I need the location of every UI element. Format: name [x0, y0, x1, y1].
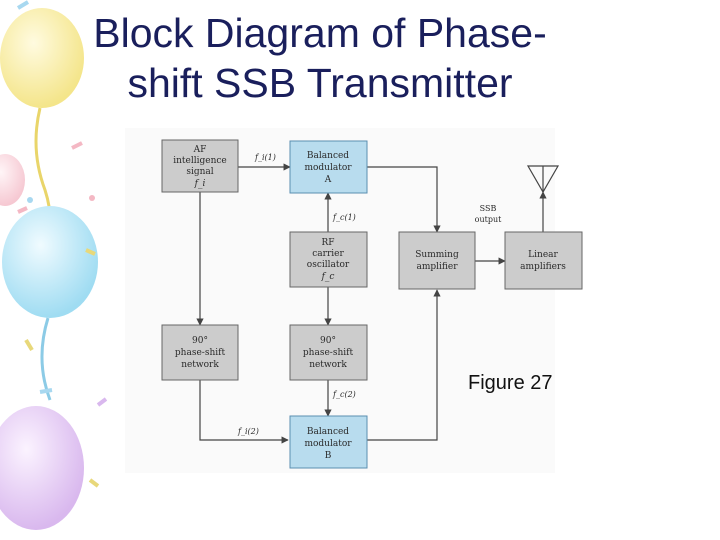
- slide-title-line-1: Block Diagram of Phase-: [93, 10, 547, 56]
- block-linear-amplifiers: Linear amplifiers: [504, 231, 583, 290]
- rf-shift-line-2: phase-shift: [303, 348, 354, 358]
- rf-shift-line-3: network: [309, 360, 347, 370]
- antenna-icon: [526, 165, 560, 194]
- af-line-3: signal: [186, 167, 213, 177]
- block-balanced-modulator-b: Balanced modulator B: [289, 415, 368, 469]
- confetti: [16, 0, 108, 488]
- mod-a-line-1: Balanced: [307, 151, 349, 161]
- linear-line-2: amplifiers: [520, 262, 566, 272]
- af-line-4: f_i: [194, 179, 206, 189]
- osc-line-2: carrier: [312, 249, 344, 259]
- mod-b-line-1: Balanced: [307, 427, 349, 437]
- osc-line-4: f_c: [321, 272, 335, 282]
- osc-line-3: oscillator: [307, 260, 350, 270]
- block-rf-phase-shift-network: 90° phase-shift network: [289, 324, 368, 381]
- wire-af-phase-shift-to-modulator-b: [199, 380, 289, 444]
- af-shift-line-1: 90°: [192, 336, 208, 346]
- sum-line-2: amplifier: [416, 262, 458, 272]
- mod-a-line-3: A: [324, 175, 332, 185]
- block-af-phase-shift-network: 90° phase-shift network: [161, 324, 239, 381]
- block-balanced-modulator-a: Balanced modulator A: [289, 140, 368, 194]
- sum-line-1: Summing: [415, 250, 459, 260]
- balloon-purple: [0, 406, 84, 530]
- label-fi2: f_i(2): [237, 427, 259, 436]
- block-summing-amplifier: Summing amplifier: [398, 231, 476, 290]
- rf-shift-line-1: 90°: [320, 336, 336, 346]
- af-line-2: intelligence: [173, 156, 227, 166]
- osc-line-1: RF: [321, 238, 334, 248]
- mod-a-line-2: modulator: [304, 163, 352, 173]
- af-shift-line-3: network: [181, 360, 219, 370]
- block-rf-carrier-oscillator: RF carrier oscillator f_c: [289, 231, 368, 288]
- linear-line-1: Linear: [528, 250, 558, 260]
- mod-b-line-2: modulator: [304, 439, 352, 449]
- af-line-1: AF: [193, 145, 207, 155]
- label-ssb-output-2: output: [475, 215, 502, 224]
- label-fc1: f_c(1): [332, 213, 356, 222]
- label-ssb-output-1: SSB: [480, 204, 497, 213]
- mod-b-line-3: B: [325, 451, 332, 461]
- block-af-intelligence-signal: AF intelligence signal f_i: [161, 139, 239, 193]
- af-shift-line-2: phase-shift: [175, 348, 226, 358]
- signal-paths: [196, 163, 547, 444]
- wire-modulator-a-to-summing: [367, 166, 441, 233]
- wire-modulator-b-to-summing: [367, 289, 441, 441]
- slide-title: Block Diagram of Phase- shift SSB Transm…: [40, 8, 600, 108]
- slide-title-line-2: shift SSB Transmitter: [127, 60, 513, 106]
- figure-caption: Figure 27: [468, 372, 553, 394]
- label-fc2: f_c(2): [332, 390, 356, 399]
- label-fi1: f_i(1): [254, 153, 276, 162]
- balloon-pink: [0, 154, 25, 206]
